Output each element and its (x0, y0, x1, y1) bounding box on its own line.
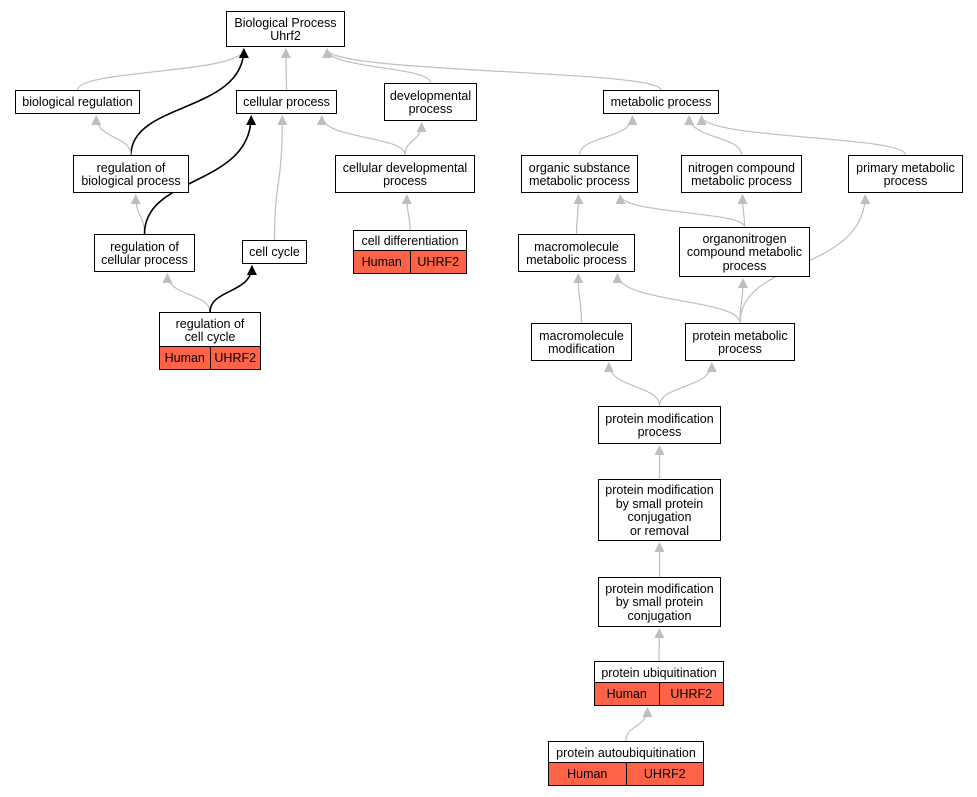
edge-orgsub-to-metab (578, 115, 638, 156)
node-metab[interactable]: metabolic process (603, 90, 719, 114)
edge-metab-to-root (322, 48, 662, 91)
node-label: organic substance metabolic process (528, 160, 631, 188)
node-nitro[interactable]: nitrogen compound metabolic process (681, 155, 802, 193)
edge-protmod-to-protmet (658, 362, 717, 407)
edge-macromod-to-macromet (573, 273, 584, 324)
node-regcell[interactable]: regulation of cellular process (94, 234, 195, 272)
annotation-row: Human UHRF2 (595, 682, 723, 705)
edge-bioreg-to-root (76, 48, 249, 91)
edge-cellcycle-to-cellproc (273, 115, 288, 241)
edge-celldiff-to-celldev (401, 194, 412, 231)
edge-celldev-to-devproc (404, 122, 427, 156)
node-label: cellular process (243, 95, 330, 110)
node-label: primary metabolic process (856, 160, 955, 188)
node-primary[interactable]: primary metabolic process (848, 155, 963, 193)
node-macromod[interactable]: macromolecule modification (531, 323, 632, 361)
edge-organonitro-to-orgsub (615, 194, 746, 228)
node-macromet[interactable]: macromolecule metabolic process (518, 234, 635, 272)
edge-nitro-to-metab (684, 115, 743, 156)
node-protmod[interactable]: protein modification process (598, 406, 721, 444)
node-label: cell differentiation (361, 234, 459, 249)
node-label: macromolecule modification (539, 328, 624, 356)
node-label: regulation of biological process (81, 160, 181, 188)
node-label: protein modification process (605, 411, 714, 439)
node-cellproc[interactable]: cellular process (236, 90, 337, 114)
edge-regbio-to-root (130, 48, 249, 156)
node-bioreg[interactable]: biological regulation (15, 90, 140, 114)
node-protmet[interactable]: protein metabolic process (685, 323, 795, 361)
edge-celldev-to-cellproc (316, 115, 406, 156)
node-devproc[interactable]: developmental process (384, 83, 477, 121)
node-label: regulation of cell cycle (175, 316, 245, 344)
node-label: protein modification by small protein co… (605, 581, 714, 623)
node-label: protein ubiquitination (601, 665, 717, 680)
edge-cellproc-to-root (280, 48, 291, 91)
node-label: macromolecule metabolic process (526, 239, 627, 267)
edge-regbio-to-bioreg (91, 115, 132, 156)
node-label: Biological Process Uhrf2 (234, 15, 337, 43)
node-organonitro[interactable]: organonitrogen compound metabolic proces… (679, 227, 810, 277)
node-protmodconjrem[interactable]: protein modification by small protein co… (598, 479, 721, 541)
annotation-row: Human UHRF2 (354, 250, 466, 273)
node-label: biological regulation (22, 95, 133, 110)
species-label: Human (606, 687, 647, 701)
node-label: protein metabolic process (692, 328, 788, 356)
node-label: cellular developmental process (342, 160, 468, 188)
edge-protmet-to-macromet (612, 273, 741, 324)
gene-label: UHRF2 (658, 683, 724, 705)
species-label: Human (567, 767, 608, 781)
node-regbio[interactable]: regulation of biological process (73, 155, 189, 193)
edge-organonitro-to-nitro (737, 194, 748, 228)
species-label: Human (361, 255, 402, 269)
node-root[interactable]: Biological Process Uhrf2 (226, 11, 345, 47)
node-cellcycle[interactable]: cell cycle (242, 240, 307, 264)
node-label: metabolic process (610, 95, 712, 110)
edge-macromet-to-orgsub (573, 194, 584, 235)
edge-regcc-to-cellcycle (209, 265, 257, 313)
node-orgsub[interactable]: organic substance metabolic process (521, 155, 638, 193)
node-celldev[interactable]: cellular developmental process (335, 155, 475, 193)
edge-protmod-to-macromod (603, 362, 661, 407)
annotation-row: Human UHRF2 (549, 762, 703, 785)
node-label: protein modification by small protein co… (605, 483, 714, 538)
gene-label: UHRF2 (409, 251, 467, 273)
edge-primary-to-metab (696, 115, 907, 156)
node-label: protein autoubiquitination (556, 745, 696, 760)
node-label: nitrogen compound metabolic process (687, 160, 796, 188)
node-label: developmental process (389, 88, 472, 116)
edge-regcc-to-regcell (162, 273, 211, 313)
edge-regcell-to-cellproc (143, 115, 257, 235)
edge-autoubiq-to-ubiq (625, 707, 653, 742)
node-protmodconj[interactable]: protein modification by small protein co… (598, 577, 721, 627)
species-label: Human (164, 351, 205, 365)
gene-label: UHRF2 (209, 347, 261, 369)
node-label: regulation of cellular process (101, 239, 188, 267)
gene-label: UHRF2 (625, 763, 704, 785)
node-label: organonitrogen compound metabolic proces… (686, 231, 803, 273)
node-label: cell cycle (249, 245, 300, 260)
annotation-row: Human UHRF2 (160, 346, 260, 369)
edge-regcell-to-regbio (130, 194, 146, 235)
